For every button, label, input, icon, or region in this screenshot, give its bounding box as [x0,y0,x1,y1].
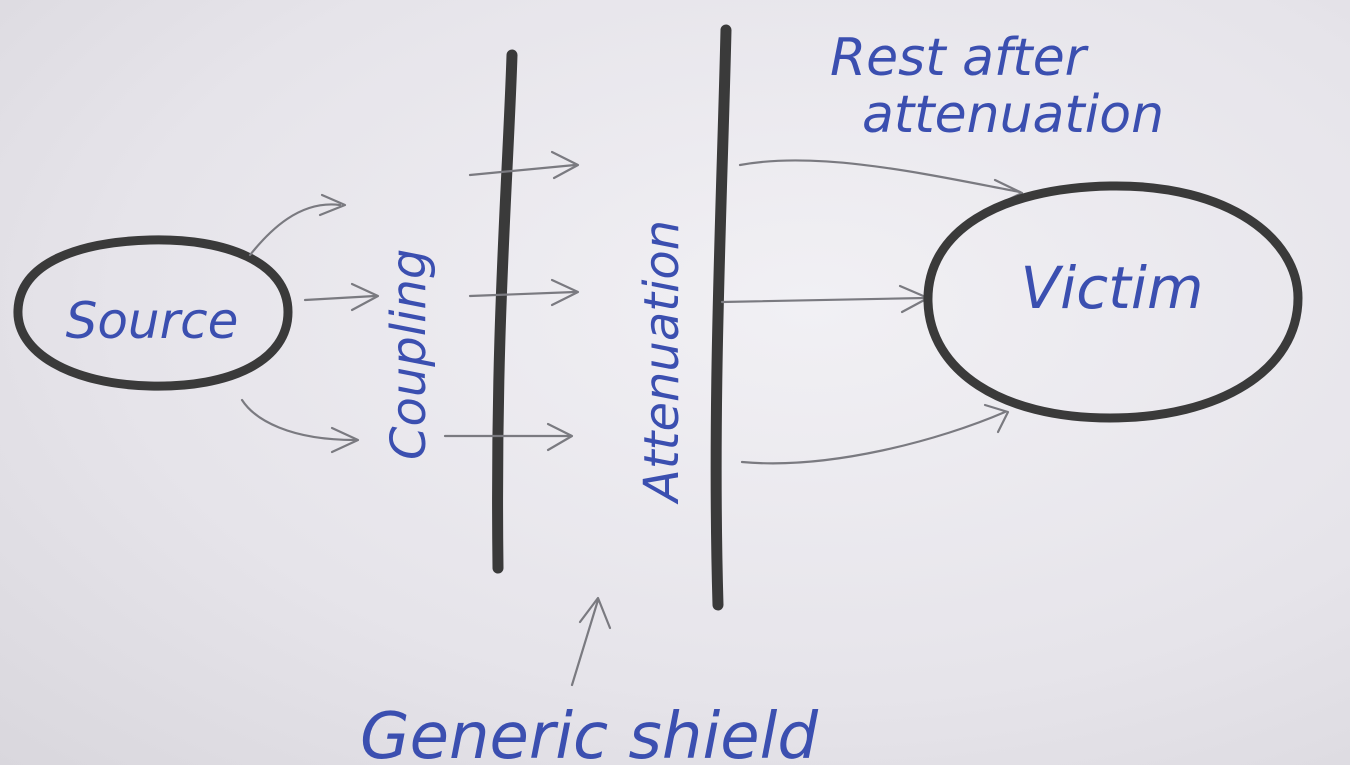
shield-wall-right [710,24,732,611]
coupling-arrows [240,193,380,454]
source-node: Source [13,235,293,391]
through-arrows [443,150,580,452]
shield-label: Generic shield [360,700,818,765]
shield-wall-left [492,49,518,574]
source-circle [13,235,293,391]
attenuation-label: Attenuation [634,220,690,505]
victim-label: Victim [1020,254,1203,322]
shield-pointer [570,596,612,687]
victim-circle [923,181,1303,423]
rest-label-line1: Rest after [830,28,1090,88]
rest-arrows [720,159,1024,465]
victim-node: Victim [923,181,1303,423]
source-label: Source [66,292,239,350]
rest-label-line2: attenuation [862,85,1164,145]
coupling-label: Coupling [381,249,437,460]
